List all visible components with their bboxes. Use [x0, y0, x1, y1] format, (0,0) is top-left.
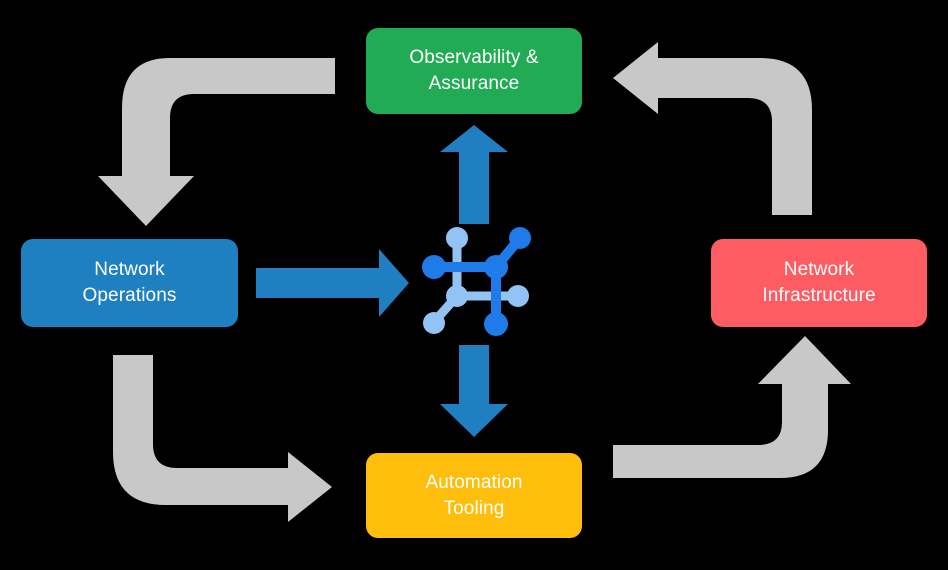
topology-node-bottom-left [423, 312, 445, 334]
topology-node-left [422, 255, 446, 279]
arrow-center-to-observability [440, 125, 508, 224]
topology-node-bottom-right [484, 312, 508, 336]
topology-node-mid-right [507, 285, 529, 307]
node-box-observability[interactable]: Observability & Assurance [366, 28, 582, 114]
arrow-automation-to-infrastructure [613, 336, 851, 478]
topology-node-top-left [446, 227, 468, 249]
node-box-automation-tooling[interactable]: Automation Tooling [366, 453, 582, 538]
arrow-center-to-automation [440, 345, 508, 437]
node-label-network-infrastructure: Network Infrastructure [762, 259, 876, 306]
arrow-operations-to-automation [113, 355, 332, 522]
node-box-network-infrastructure[interactable]: Network Infrastructure [711, 239, 927, 327]
topology-node-mid-left [446, 285, 468, 307]
arrow-infrastructure-to-observability [613, 42, 812, 215]
arrow-observability-to-operations [98, 58, 335, 226]
node-label-observability: Observability & Assurance [409, 47, 539, 94]
node-box-network-operations[interactable]: Network Operations [21, 239, 238, 327]
topology-node-top-right [509, 227, 531, 249]
node-label-network-operations: Network Operations [82, 259, 177, 306]
arrow-operations-to-center [256, 249, 409, 317]
node-label-automation-tooling: Automation Tooling [425, 471, 523, 519]
topology-node-center [484, 255, 508, 279]
